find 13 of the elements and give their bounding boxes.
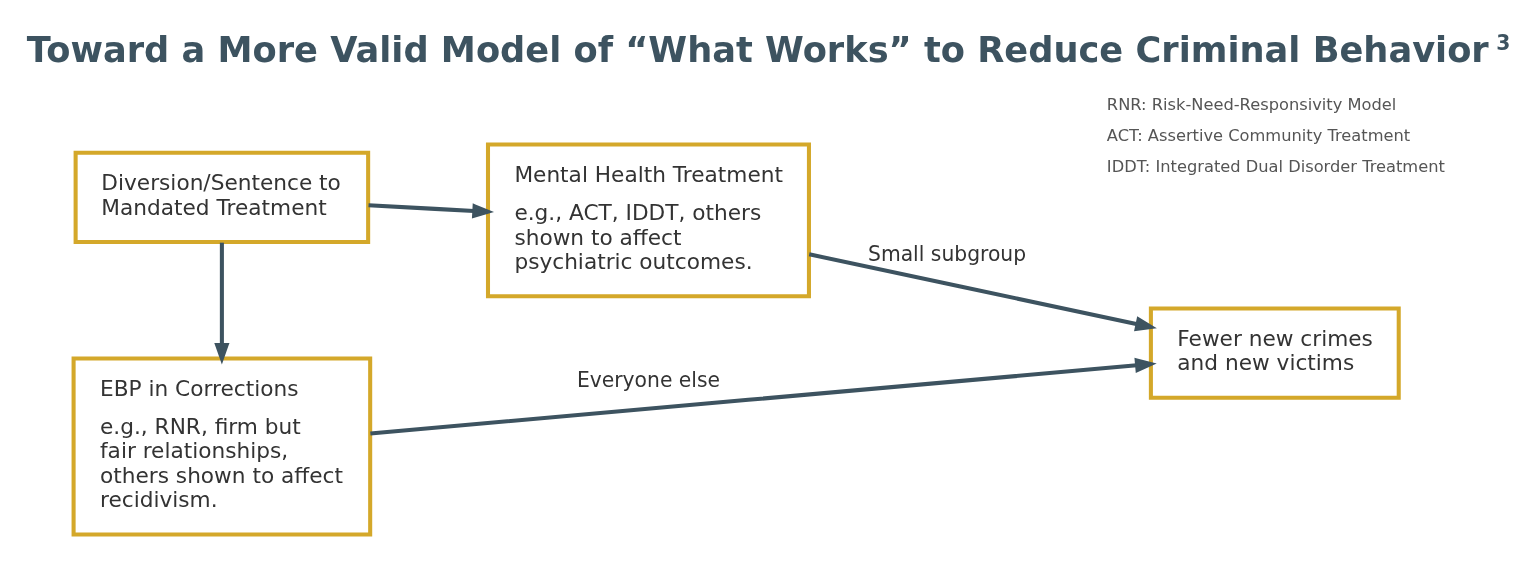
label: RNR: Risk-Need-Responsivity Model — [1106, 94, 1397, 114]
edge-label: Small subgroup — [868, 241, 1027, 266]
arrow — [214, 242, 230, 365]
node-box: Mental Health Treatment e.g., ACT, IDDT, others shown to affect psychiatric outcomes. — [485, 142, 811, 298]
node-box: EBP in Corrections e.g., RNR, firm but fair relationships, others shown to affect recidivism. — [71, 356, 373, 537]
node-box: Fewer new crimes and new victims — [1148, 305, 1401, 400]
node-box: Diversion/Sentence to Mandated Treatment — [73, 150, 371, 244]
label: ACT: Assertive Community Treatment — [1106, 125, 1411, 145]
arrow — [808, 251, 1157, 331]
label: IDDT: Integrated Dual Disorder Treatment — [1106, 156, 1445, 176]
arrow — [370, 357, 1157, 435]
arrow — [368, 202, 494, 218]
edge-label: Everyone else — [576, 367, 721, 392]
